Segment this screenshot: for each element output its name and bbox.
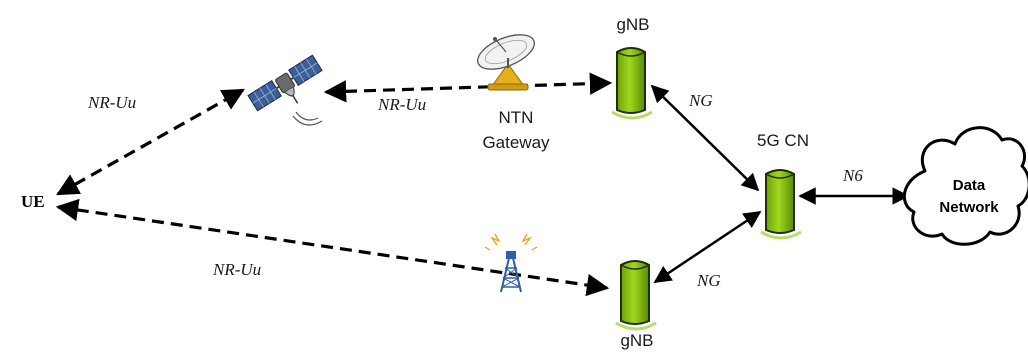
label-link-satellite-gateway: NR-Uu — [377, 95, 426, 114]
ntn-gateway-label-line1: NTN — [499, 108, 534, 127]
label-link-gnb-top-core: NG — [688, 91, 713, 110]
satellite-dish-icon — [477, 34, 535, 91]
core-label: 5G CN — [757, 131, 809, 150]
link-gnb-top-core — [650, 84, 760, 192]
gnb-bottom-label: gNB — [620, 331, 653, 350]
core-network-icon — [760, 169, 802, 240]
ntn-gateway-label-line2: Gateway — [482, 133, 550, 152]
label-link-gnb-bottom-core: NG — [696, 271, 721, 290]
links — [55, 72, 910, 297]
link-satellite-gnb — [323, 72, 613, 103]
label-link-core-dn: N6 — [842, 166, 863, 185]
link-gnb-bottom-core — [653, 210, 762, 284]
satellite-icon — [247, 54, 323, 112]
gnb-icon — [611, 47, 653, 120]
data-network-label-line1: Data — [953, 177, 986, 194]
data-network-label-line2: Network — [939, 199, 999, 216]
link-ue-satellite — [56, 88, 245, 196]
cloud-icon — [902, 126, 1028, 246]
gnb-top-label: gNB — [616, 15, 649, 34]
label-link-ue-tower: NR-Uu — [212, 260, 261, 279]
ue-label: UE — [21, 192, 45, 211]
link-ue-gnb-bottom — [55, 198, 610, 297]
label-link-ue-satellite: NR-Uu — [87, 93, 136, 112]
gnb-icon — [615, 260, 657, 331]
satellite-signal-arcs — [292, 111, 323, 126]
cell-tower-icon — [484, 233, 538, 293]
